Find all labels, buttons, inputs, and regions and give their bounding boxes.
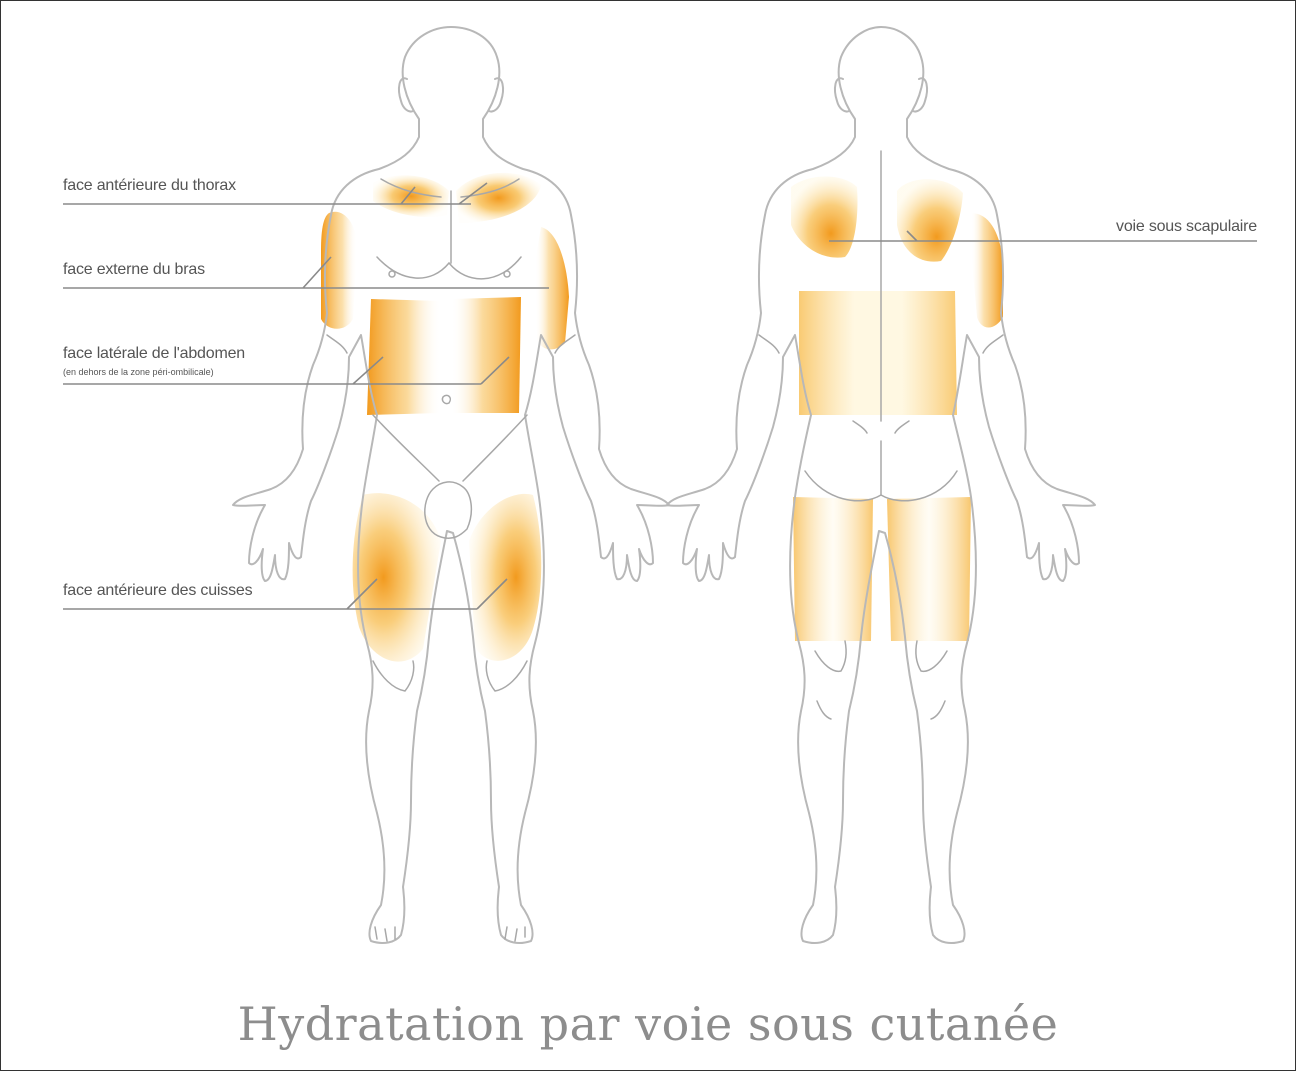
label-thorax: face antérieure du thorax — [63, 177, 236, 195]
front-knee-right — [486, 661, 527, 691]
zone-thorax-right — [456, 173, 541, 223]
zone-back-thigh-right — [887, 497, 971, 641]
back-knee-right — [916, 641, 947, 671]
back-figure — [667, 27, 1095, 943]
front-navel — [442, 395, 450, 403]
zone-scapular-right — [897, 179, 963, 261]
front-toes-left — [375, 927, 395, 941]
zone-back-arm-right — [971, 213, 1003, 328]
zone-abdomen-right — [451, 297, 521, 413]
label-abdomen: face latérale de l'abdomen — [63, 345, 245, 363]
front-elbow-left — [327, 335, 347, 353]
back-calf-right — [931, 701, 945, 719]
label-cuisses: face antérieure des cuisses — [63, 582, 252, 600]
front-pectoral-line — [377, 257, 521, 279]
page-title: Hydratation par voie sous cutanée — [1, 997, 1295, 1051]
zone-thigh-right — [469, 494, 541, 661]
front-nipple-right — [504, 271, 510, 277]
back-elbow-right — [983, 335, 1003, 353]
front-figure — [233, 27, 669, 943]
label-scapulaire: voie sous scapulaire — [1116, 218, 1257, 236]
front-body-outline — [233, 27, 669, 943]
zone-back-thigh-left — [793, 497, 873, 641]
zone-scapular-left — [791, 177, 858, 258]
zone-abdomen-left — [367, 299, 441, 415]
back-knee-left — [815, 641, 846, 671]
back-lumbar-marks — [853, 421, 909, 433]
front-knee-left — [373, 661, 414, 691]
label-abdomen-note: (en dehors de la zone péri-ombilicale) — [63, 367, 214, 377]
label-bras: face externe du bras — [63, 261, 205, 279]
front-hip-right — [463, 415, 527, 481]
front-nipple-left — [389, 271, 395, 277]
back-elbow-left — [759, 335, 779, 353]
front-hip-left — [373, 415, 439, 481]
front-toes-right — [505, 927, 525, 941]
back-calf-left — [817, 701, 831, 719]
zone-lower-back — [799, 291, 957, 415]
